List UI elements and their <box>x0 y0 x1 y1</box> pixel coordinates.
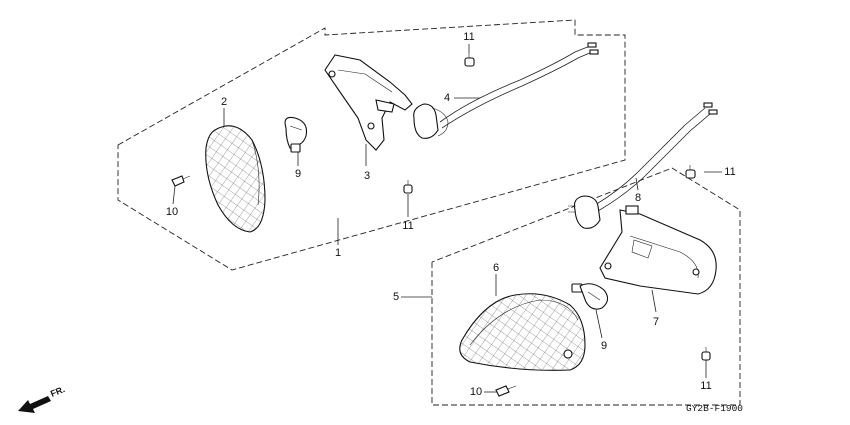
callout-10-right: 10 <box>470 386 482 398</box>
left-socket-bracket <box>324 54 413 151</box>
callout-3: 3 <box>364 170 370 182</box>
grommet-mid <box>403 180 413 194</box>
front-direction-arrow-icon: FR. <box>18 384 66 413</box>
right-lens <box>459 293 586 371</box>
callout-11-mid: 11 <box>402 220 413 232</box>
callout-4: 4 <box>444 92 450 104</box>
right-assembly-frame <box>431 167 741 406</box>
callout-10-left: 10 <box>166 206 178 218</box>
callout-6: 6 <box>493 262 499 274</box>
grommet-right <box>685 165 696 179</box>
callout-5: 5 <box>393 291 399 303</box>
left-lens <box>205 125 266 233</box>
left-screw <box>171 175 191 187</box>
grommet-bottom <box>701 347 711 361</box>
left-harness <box>413 42 599 139</box>
callout-11-right: 11 <box>724 166 735 178</box>
callout-9-right: 9 <box>601 340 607 352</box>
callout-2: 2 <box>221 96 227 108</box>
right-harness <box>568 102 718 229</box>
right-socket-bracket <box>599 205 717 295</box>
callout-9-left: 9 <box>295 168 301 180</box>
callout-labels: 1 2 3 4 5 6 7 8 9 9 10 10 11 11 11 11 <box>166 31 736 398</box>
left-bulb <box>284 116 308 153</box>
right-screw <box>495 385 517 397</box>
callout-1: 1 <box>335 247 341 259</box>
grommet-top <box>464 53 475 67</box>
callout-11-top: 11 <box>463 31 474 43</box>
right-bulb <box>571 283 609 310</box>
left-assembly-frame <box>117 19 626 271</box>
front-direction-label: FR. <box>49 384 66 399</box>
leader-lines <box>172 44 722 393</box>
diagram-code: GY2B-F1900 <box>686 403 743 414</box>
callout-7: 7 <box>653 316 659 328</box>
callout-11-bottom: 11 <box>700 380 711 392</box>
callout-8: 8 <box>635 192 641 204</box>
